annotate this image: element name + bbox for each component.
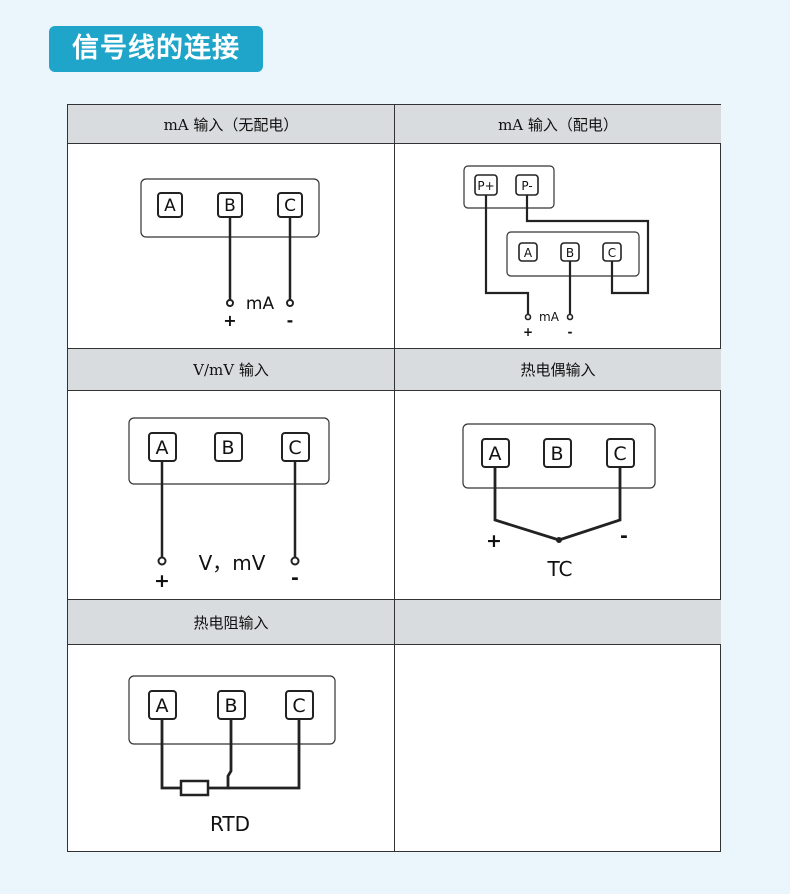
- terminal-b-label: B: [566, 246, 574, 260]
- header-voltage: V/mV 输入: [68, 349, 394, 391]
- power-supply-box: [463, 165, 555, 209]
- terminal-c-label: C: [284, 196, 296, 216]
- terminal-b-label: B: [224, 695, 237, 717]
- plus-sign: +: [486, 530, 502, 552]
- thermocouple-junction: [556, 537, 562, 543]
- terminal-b-label: B: [221, 437, 234, 459]
- thermocouple-wire: [493, 467, 622, 542]
- terminal-dot-minus: [566, 313, 574, 321]
- rtd-resistor: [179, 779, 210, 797]
- wiring-table: mA 输入（无配电） mA 输入（配电） V/mV 输入 热电偶输入 热电阻输入…: [67, 104, 721, 852]
- header-ma-power: mA 输入（配电）: [395, 105, 721, 144]
- terminal-a-label: A: [156, 695, 169, 717]
- minus-sign: -: [287, 311, 294, 330]
- terminal-a-label: A: [156, 437, 169, 459]
- terminal-b-label: B: [550, 443, 563, 465]
- terminal-dot-minus: [290, 556, 300, 566]
- page-title: 信号线的连接: [49, 26, 263, 72]
- terminal-dot-minus: [286, 299, 294, 307]
- terminal-p-plus-label: P+: [477, 179, 494, 193]
- plus-sign: +: [523, 325, 533, 339]
- terminal-b: [543, 438, 572, 468]
- signal-label: mA: [246, 294, 275, 314]
- diagram-rtd: A B C RTD: [68, 646, 394, 852]
- diagram-voltage: A B C V，mV + -: [68, 392, 394, 599]
- wire-a: [160, 719, 181, 790]
- column-divider: [394, 105, 395, 851]
- minus-sign: -: [291, 567, 299, 589]
- terminal-dot-plus: [157, 556, 167, 566]
- terminal-a-label: A: [524, 246, 533, 260]
- plus-sign: +: [154, 570, 170, 592]
- wire-p-minus: [525, 195, 650, 295]
- terminal-c-label: C: [292, 695, 305, 717]
- row-divider: [68, 348, 720, 349]
- terminal-dot-plus: [524, 313, 532, 321]
- terminal-a-label: A: [164, 196, 176, 216]
- instrument-box: [506, 231, 640, 277]
- terminal-c-label: C: [613, 443, 626, 465]
- header-thermocouple: 热电偶输入: [395, 349, 721, 391]
- terminal-b-label: B: [224, 196, 236, 216]
- terminal-c-label: C: [288, 437, 301, 459]
- terminal-b: [214, 432, 243, 462]
- terminal-a: [518, 242, 538, 262]
- header-rtd: 热电阻输入: [68, 600, 394, 645]
- terminal-dot-plus: [226, 299, 234, 307]
- wire-p-plus: [484, 195, 530, 315]
- terminal-a: [157, 192, 183, 218]
- signal-label: V，mV: [199, 551, 266, 575]
- terminal-c-label: C: [608, 246, 616, 260]
- header-empty: [395, 600, 721, 645]
- plus-sign: +: [223, 311, 236, 330]
- terminal-a-label: A: [489, 443, 502, 465]
- signal-label: RTD: [210, 812, 250, 836]
- signal-label: mA: [539, 310, 560, 324]
- diagram-ma-power: P+ P- A B C mA + -: [395, 145, 721, 348]
- minus-sign: -: [568, 325, 573, 339]
- minus-sign: -: [620, 525, 628, 547]
- signal-label: TC: [546, 557, 572, 581]
- diagram-ma-no-power: A B C mA + -: [68, 145, 394, 348]
- diagram-thermocouple: A B C + - TC: [395, 392, 721, 599]
- wire-c: [228, 719, 301, 790]
- row-divider: [68, 599, 720, 600]
- terminal-p-minus-label: P-: [521, 179, 532, 193]
- wire-b: [208, 719, 233, 790]
- header-ma-no-power: mA 输入（无配电）: [68, 105, 394, 144]
